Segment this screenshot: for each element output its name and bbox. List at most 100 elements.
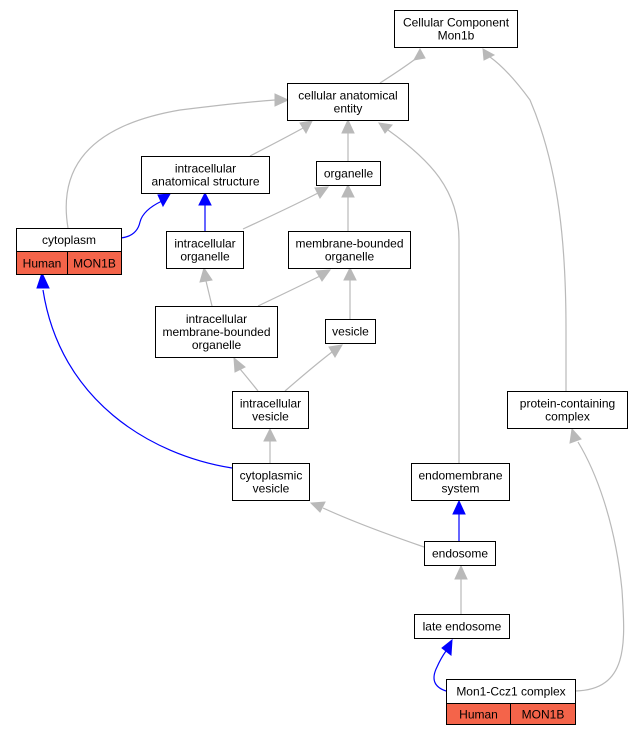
edge-ias-to-cae-is-a xyxy=(249,120,313,157)
edge-arrowhead xyxy=(378,122,393,134)
edge-line xyxy=(249,126,306,157)
node-label-line: organelle xyxy=(324,167,374,181)
edge-arrowhead xyxy=(413,47,426,61)
node-label-line: late endosome xyxy=(423,620,502,634)
edge-arrowhead xyxy=(569,427,582,444)
species-tag-label: Human xyxy=(459,708,498,722)
node-endosome[interactable]: endosome xyxy=(424,541,496,566)
edge-line xyxy=(322,507,425,548)
edge-arrowhead xyxy=(328,344,343,358)
node-box xyxy=(325,319,376,344)
edge-organelle-to-cae-is-a xyxy=(341,118,355,161)
node-label-line: intracellular xyxy=(186,312,247,326)
edge-layer xyxy=(36,47,625,692)
edge-endosome-to-es-part-of xyxy=(452,499,466,541)
edge-io-to-organelle-is-a xyxy=(242,186,330,230)
node-box xyxy=(288,231,411,269)
edge-line xyxy=(42,289,233,469)
node-label-line: organelle xyxy=(325,250,375,264)
edge-arrowhead xyxy=(36,271,50,289)
node-label-line: intracellular xyxy=(240,397,301,411)
node-box xyxy=(414,614,510,639)
edge-line xyxy=(284,351,333,392)
node-box xyxy=(424,541,496,566)
gene-tag-label: MON1B xyxy=(522,708,565,722)
node-organelle[interactable]: organelle xyxy=(316,161,381,186)
edge-arrowhead xyxy=(199,266,213,283)
gene-tag xyxy=(67,251,122,275)
edge-mbo-to-organelle-is-a xyxy=(341,183,355,231)
edge-line xyxy=(242,192,319,230)
edge-arrowhead xyxy=(314,186,330,199)
node-label-line: membrane-bounded xyxy=(295,237,403,251)
node-label-line: vesicle xyxy=(252,410,289,424)
edge-line xyxy=(489,56,567,391)
edge-cytoplasm-to-cae-is-a xyxy=(65,93,290,229)
edge-line xyxy=(379,56,419,84)
edge-line xyxy=(120,200,163,239)
edge-es-to-cae-is-a xyxy=(378,122,460,463)
node-box xyxy=(232,463,310,501)
node-label-line: organelle xyxy=(192,338,242,352)
node-le[interactable]: late endosome xyxy=(414,614,510,639)
edge-line xyxy=(387,129,460,463)
edge-arrowhead xyxy=(309,501,326,513)
edge-iv-to-imbo-is-a xyxy=(233,356,259,392)
edge-imbo-to-io-is-a xyxy=(199,266,213,307)
edge-arrowhead xyxy=(454,564,468,580)
node-label-line: vesicle xyxy=(332,325,369,339)
node-box xyxy=(232,391,309,429)
node-label-line: membrane-bounded xyxy=(162,325,270,339)
gene-tag xyxy=(510,703,576,725)
edge-cytoplasm-to-ias-part-of xyxy=(120,193,171,239)
gene-tag-label: MON1B xyxy=(73,257,116,271)
node-label-line: cellular anatomical xyxy=(298,89,397,103)
edge-cv-to-cytoplasm-part-of xyxy=(36,271,233,469)
node-box xyxy=(141,156,270,194)
node-box xyxy=(411,463,510,501)
node-label-line: cytoplasm xyxy=(42,233,96,247)
edge-arrowhead xyxy=(341,118,355,134)
node-box xyxy=(166,231,244,269)
node-label-line: vesicle xyxy=(253,482,290,496)
edge-arrowhead xyxy=(263,427,277,442)
edge-le-to-endosome-is-a xyxy=(454,564,468,614)
edge-arrowhead xyxy=(299,120,313,135)
node-label-line: cytoplasmic xyxy=(240,469,303,483)
node-box xyxy=(507,391,628,429)
node-label-line: endosome xyxy=(432,547,488,561)
node-label-line: Cellular Component xyxy=(403,16,510,30)
node-label-line: system xyxy=(441,482,479,496)
node-label-line: Mon1-Ccz1 complex xyxy=(456,685,565,699)
edge-line xyxy=(239,368,259,392)
edge-arrowhead xyxy=(198,191,212,206)
edge-line xyxy=(205,280,213,307)
node-vesicle[interactable]: vesicle xyxy=(325,319,376,344)
node-label-line: anatomical structure xyxy=(151,175,259,189)
edge-arrowhead xyxy=(343,266,357,281)
edge-mcc-to-pcc-is-a xyxy=(569,427,625,692)
edge-arrowhead xyxy=(482,48,496,61)
edge-line xyxy=(65,99,276,229)
edge-arrowhead xyxy=(341,183,355,198)
edge-line xyxy=(257,275,321,307)
node-label-line: protein-containing xyxy=(520,397,615,411)
edge-vesicle-to-mbo-is-a xyxy=(343,266,357,319)
node-label-line: entity xyxy=(334,102,363,116)
node-box xyxy=(316,161,381,186)
edge-arrowhead xyxy=(157,193,171,208)
